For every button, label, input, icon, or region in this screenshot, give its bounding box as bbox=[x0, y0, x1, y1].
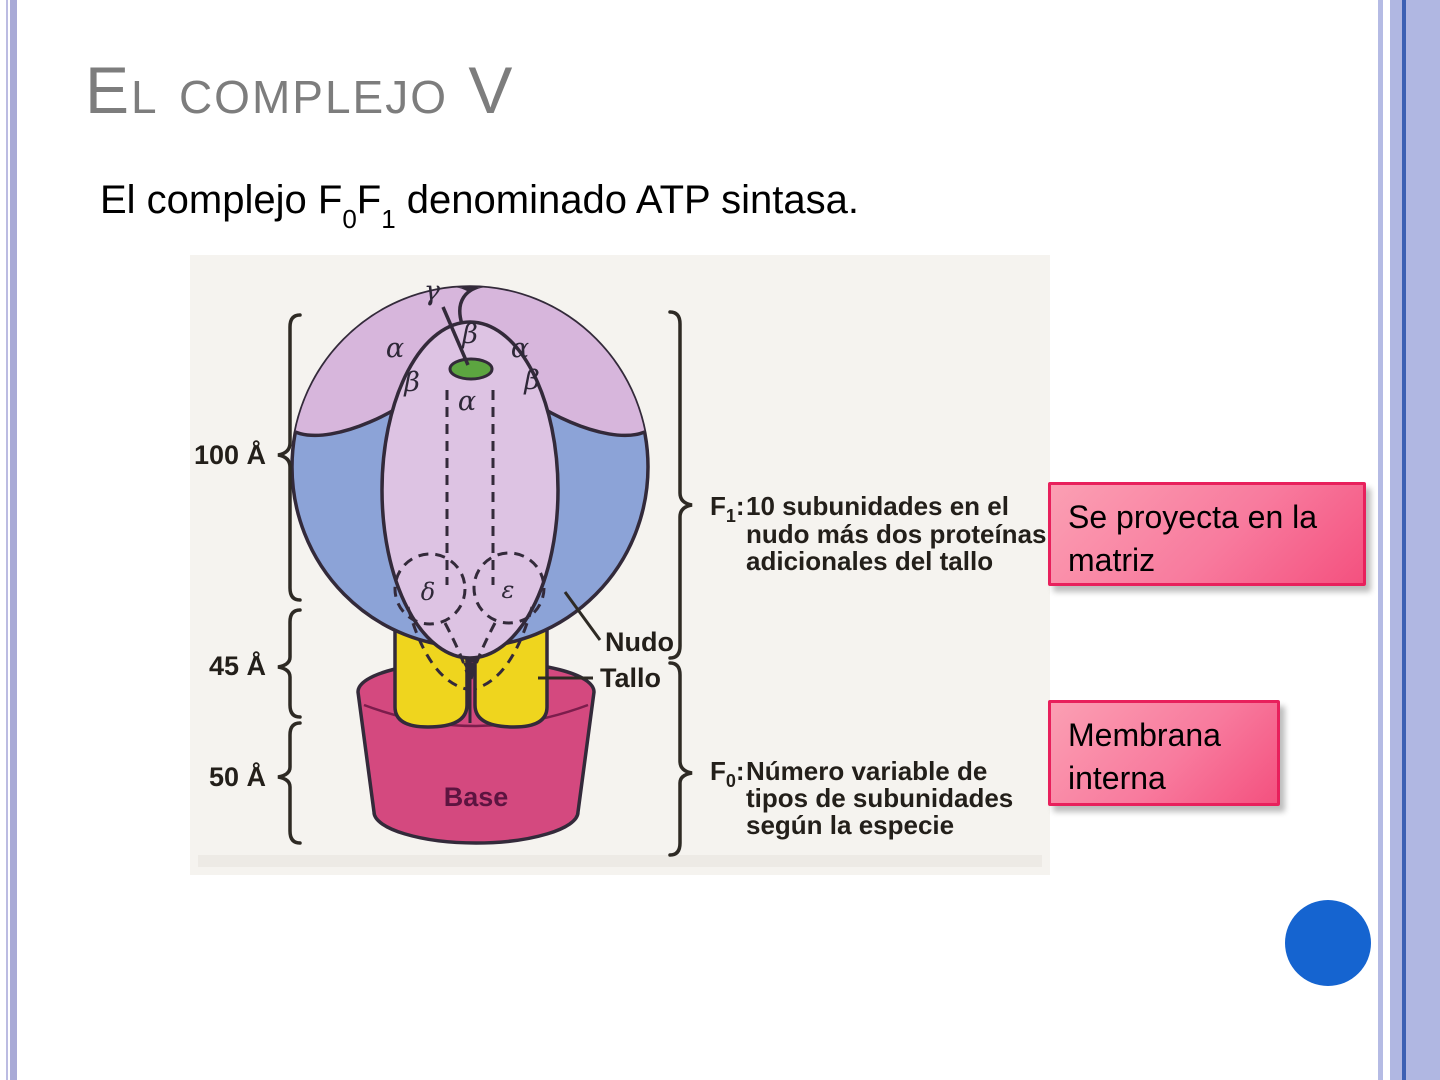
gamma-knob bbox=[448, 357, 494, 381]
alpha-left-label: α bbox=[386, 333, 404, 364]
gamma-pointer-line bbox=[441, 306, 470, 366]
slide-title: El complejo V bbox=[85, 53, 515, 127]
alpha-right-label: α bbox=[511, 333, 529, 364]
front-petal bbox=[380, 320, 560, 660]
svg-text:F0:Número variable de: F0:Número variable de bbox=[710, 756, 987, 791]
f1-line2: nudo más dos proteínas bbox=[746, 519, 1047, 549]
alpha-front-label: α bbox=[458, 386, 476, 417]
f0-subscript: 0 bbox=[726, 771, 736, 791]
f1-symbol: F bbox=[710, 491, 726, 521]
f0-line3: según la especie bbox=[746, 810, 954, 840]
measure-45A: 45 Å bbox=[209, 650, 266, 681]
beta-right-label: β bbox=[523, 365, 540, 396]
base-label: Base bbox=[444, 782, 509, 812]
f0-symbol: F bbox=[710, 756, 726, 786]
subtitle-subscript-1: 1 bbox=[381, 204, 396, 234]
right-border-band bbox=[1390, 0, 1440, 1080]
slide-decoration-circle bbox=[1285, 900, 1371, 986]
atp-synthase-figure: γ β α α β β α δ ε 100 Å 45 Å 50 Å bbox=[190, 255, 1050, 875]
dashed-internal-lines bbox=[393, 390, 546, 691]
epsilon-label: ε bbox=[502, 576, 515, 604]
f1-subscript: 1 bbox=[726, 506, 736, 526]
beta-top-label: β bbox=[461, 319, 478, 350]
axis-arrowhead bbox=[463, 663, 477, 676]
f0-line1: Número variable de bbox=[746, 756, 987, 786]
left-border-thick-line bbox=[10, 0, 17, 1080]
right-border-dark-line bbox=[1402, 0, 1406, 1080]
gamma-label: γ bbox=[424, 276, 441, 307]
delta-label: δ bbox=[421, 578, 435, 606]
measurement-braces bbox=[277, 313, 302, 845]
f0-annotation: F0:Número variable de tipos de subunidad… bbox=[710, 756, 1013, 840]
subtitle-text-post: denominado ATP sintasa. bbox=[395, 178, 859, 222]
left-border-thin-line bbox=[6, 0, 8, 1080]
nudo-leader-line bbox=[563, 591, 602, 641]
atp-synthase-diagram: γ β α α β β α δ ε 100 Å 45 Å 50 Å bbox=[190, 255, 1050, 875]
subtitle-text-mid: F bbox=[356, 178, 382, 222]
section-braces bbox=[668, 310, 693, 857]
svg-text:F1:10 subunidades en el: F1:10 subunidades en el bbox=[710, 491, 1009, 526]
measure-100A: 100 Å bbox=[194, 439, 266, 470]
beta-left-label: β bbox=[403, 367, 420, 398]
nudo-label: Nudo bbox=[605, 627, 674, 657]
tallo-label: Tallo bbox=[600, 663, 661, 693]
measure-50A: 50 Å bbox=[209, 761, 266, 792]
f1-line3: adicionales del tallo bbox=[746, 546, 993, 576]
greek-labels: γ β α α β β α δ ε bbox=[386, 276, 540, 606]
right-border-thin-line bbox=[1378, 0, 1383, 1080]
f1-annotation: F1:10 subunidades en el nudo más dos pro… bbox=[710, 491, 1047, 576]
f1-line1: 10 subunidades en el bbox=[746, 491, 1009, 521]
f0-colon: : bbox=[736, 756, 745, 786]
subtitle-subscript-0: 0 bbox=[342, 204, 357, 234]
scan-bottom-edge bbox=[198, 855, 1042, 867]
subtitle-text-pre: El complejo F bbox=[100, 178, 343, 222]
f1-colon: : bbox=[736, 491, 745, 521]
knob-sphere bbox=[290, 285, 650, 723]
callout-box-matrix: Se proyecta en la matriz bbox=[1048, 482, 1366, 586]
f0-line2: tipos de subunidades bbox=[746, 783, 1013, 813]
callout-box-membrane: Membrana interna bbox=[1048, 700, 1280, 806]
slide-subtitle: El complejo F0F1 denominado ATP sintasa. bbox=[100, 178, 859, 232]
